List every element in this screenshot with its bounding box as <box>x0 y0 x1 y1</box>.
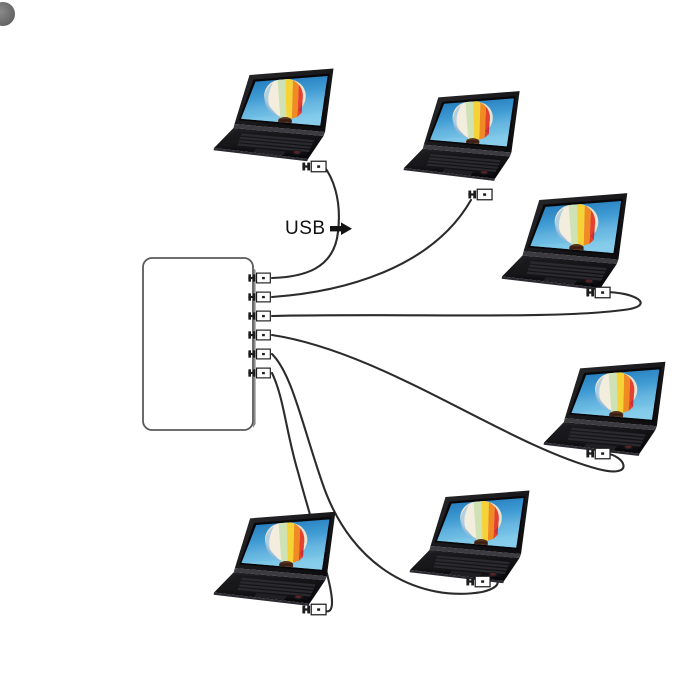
corner-dot <box>0 2 15 26</box>
hub-side-edge <box>253 268 256 428</box>
cable-group <box>270 163 642 613</box>
cable-to-laptop-top-right <box>270 198 473 299</box>
cable-to-laptop-right-upper <box>270 290 642 318</box>
cable-to-laptop-right-lower <box>270 333 625 473</box>
usb-label: USB <box>285 218 326 239</box>
usb-arrow-icon <box>330 222 352 235</box>
cable-to-laptop-bottom-center <box>270 352 499 595</box>
usb-hub[interactable] <box>142 257 272 431</box>
cable-to-laptop-top-left <box>270 163 340 280</box>
hub-body <box>142 257 254 431</box>
